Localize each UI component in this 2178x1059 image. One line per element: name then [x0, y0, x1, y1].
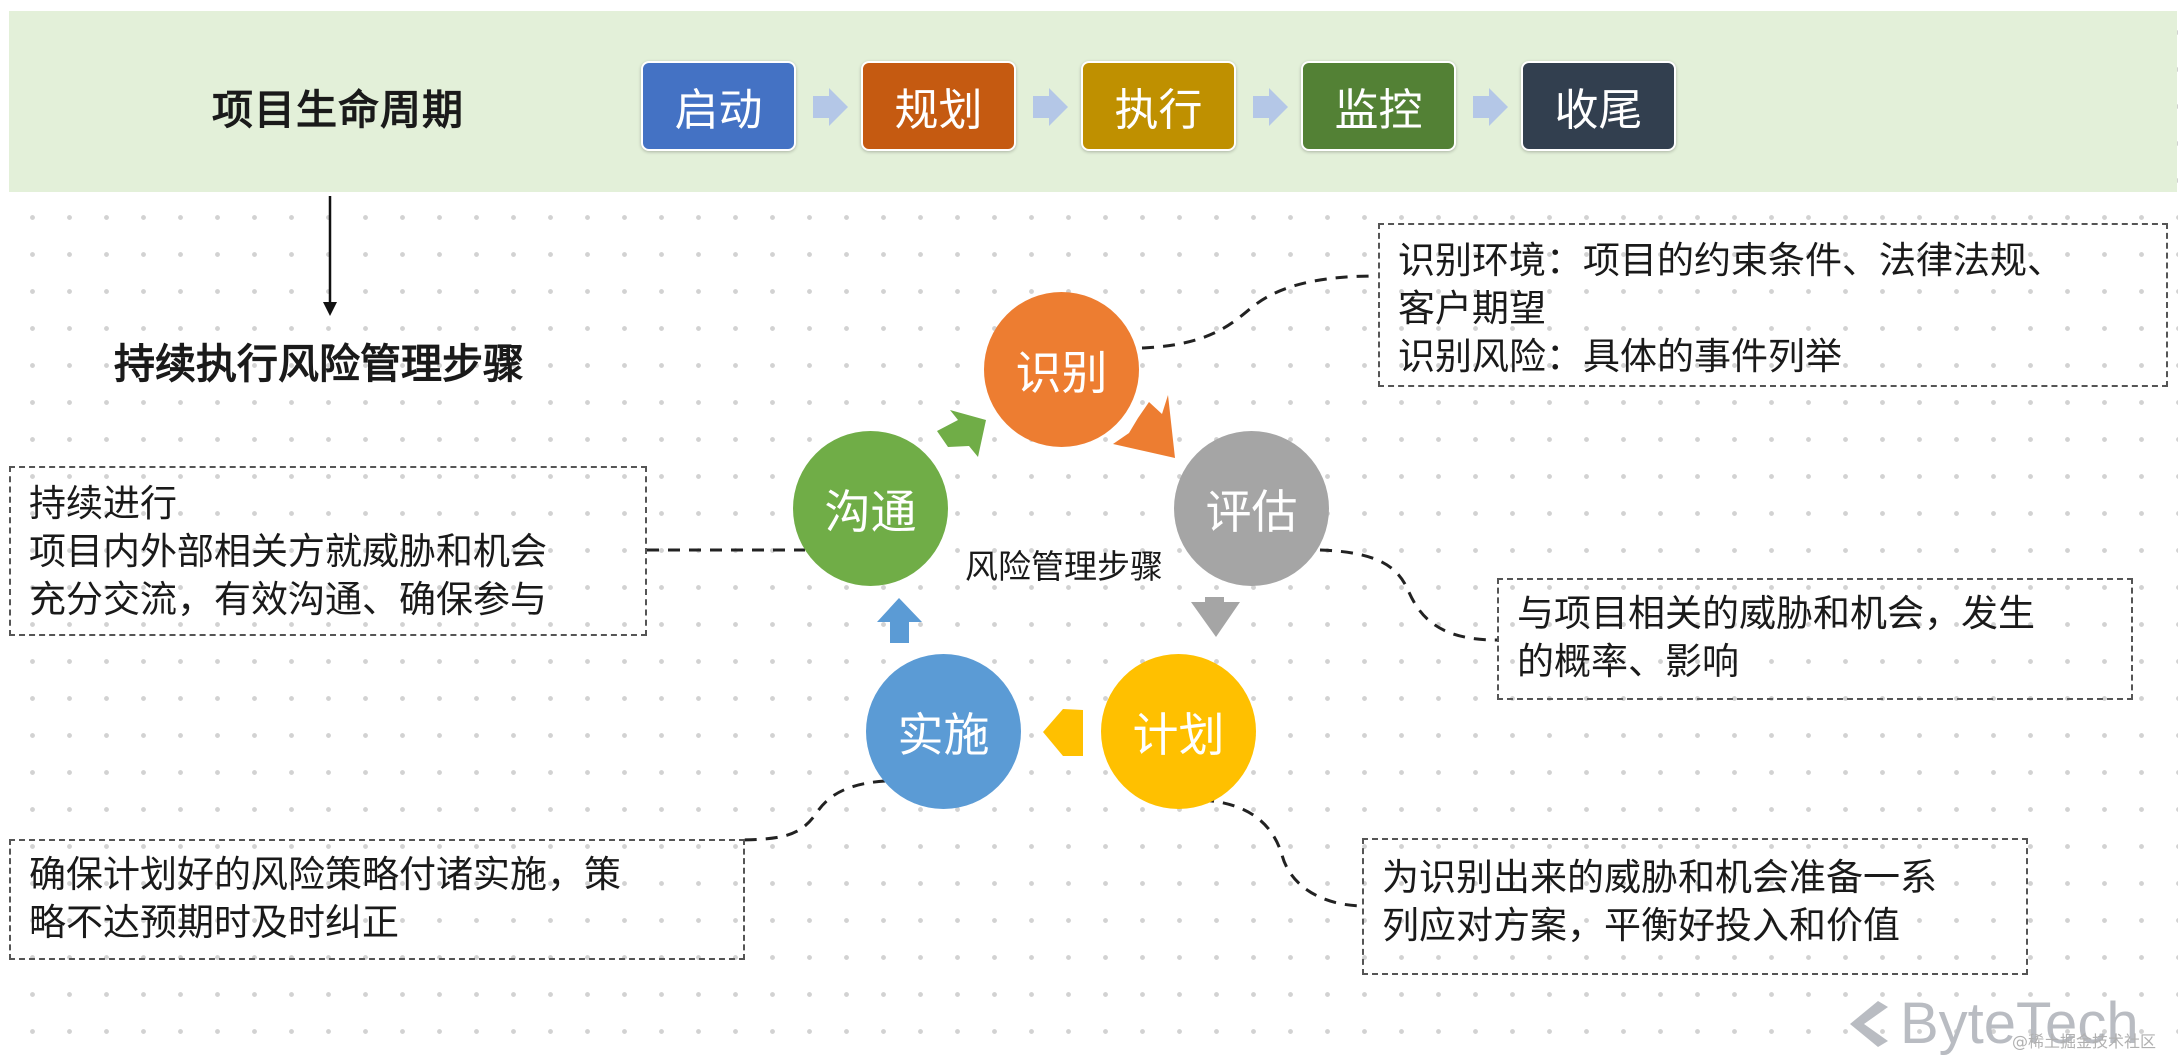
connector-plan [1201, 798, 1363, 908]
note-identify-line-1: 识别环境：项目的约束条件、法律法规、 [1398, 239, 2064, 282]
bytetech-logo-icon [1850, 1000, 1888, 1047]
note-implement-line-1: 确保计划好的风险策略付诸实施，策 [29, 853, 621, 896]
phase-closing: 收尾 [1521, 61, 1676, 151]
note-communicate-line-3: 充分交流，有效沟通、确保参与 [29, 578, 547, 621]
connector-implement [741, 779, 886, 842]
phase-arrow-3 [1253, 88, 1288, 126]
step-communicate: 沟通 [793, 431, 948, 586]
phase-arrow-4 [1473, 88, 1508, 126]
cycle-center-label: 风险管理步骤 [965, 547, 1163, 586]
step-assess: 评估 [1174, 431, 1329, 586]
note-implement-line-2: 略不达预期时及时纠正 [29, 901, 399, 944]
phase-monitoring: 监控 [1301, 61, 1456, 151]
phase-arrow-1 [813, 88, 848, 126]
step-implement: 实施 [866, 654, 1021, 809]
phase-planning: 规划 [861, 61, 1016, 151]
note-identify-line-3: 识别风险：具体的事件列举 [1398, 335, 1842, 378]
step-plan: 计划 [1101, 654, 1256, 809]
note-assess-line-2: 的概率、影响 [1517, 640, 1739, 683]
note-assess: 与项目相关的威胁和机会，发生 的概率、影响 [1497, 578, 2133, 700]
cycle-arrow-assess-plan [1191, 597, 1240, 637]
lifecycle-title: 项目生命周期 [212, 86, 464, 134]
down-arrow-head [323, 302, 337, 316]
brand-watermark: @稀土掘金技术社区 [2012, 1032, 2157, 1051]
note-plan: 为识别出来的威胁和机会准备一系 列应对方案，平衡好投入和价值 [1362, 838, 2028, 975]
note-implement: 确保计划好的风险策略付诸实施，策 略不达预期时及时纠正 [9, 839, 745, 960]
phase-initiate: 启动 [641, 61, 796, 151]
cycle-arrow-implement-communicate [877, 598, 922, 643]
brand-name: ByteTech [1900, 991, 2139, 1056]
phase-executing: 执行 [1081, 61, 1236, 151]
note-identify: 识别环境：项目的约束条件、法律法规、 客户期望 识别风险：具体的事件列举 [1378, 223, 2168, 387]
phase-arrow-2 [1033, 88, 1068, 126]
connector-assess [1319, 548, 1498, 642]
brand-logo: ByteTech [1848, 990, 2139, 1057]
step-identify: 识别 [984, 292, 1139, 447]
cycle-arrow-identify-assess [1113, 395, 1175, 458]
steps-title: 持续执行风险管理步骤 [114, 340, 524, 388]
note-communicate-line-1: 持续进行 [29, 482, 177, 525]
note-communicate-line-2: 项目内外部相关方就威胁和机会 [29, 530, 547, 573]
cycle-arrow-plan-implement [1043, 709, 1083, 756]
note-assess-line-1: 与项目相关的威胁和机会，发生 [1517, 592, 2035, 635]
note-identify-line-2: 客户期望 [1398, 287, 1546, 330]
note-communicate: 持续进行 项目内外部相关方就威胁和机会 充分交流，有效沟通、确保参与 [9, 466, 647, 636]
note-plan-line-1: 为识别出来的威胁和机会准备一系 [1382, 856, 1937, 899]
note-plan-line-2: 列应对方案，平衡好投入和价值 [1382, 904, 1900, 947]
connector-identify [1141, 274, 1378, 350]
cycle-arrow-communicate-identify [937, 410, 986, 457]
